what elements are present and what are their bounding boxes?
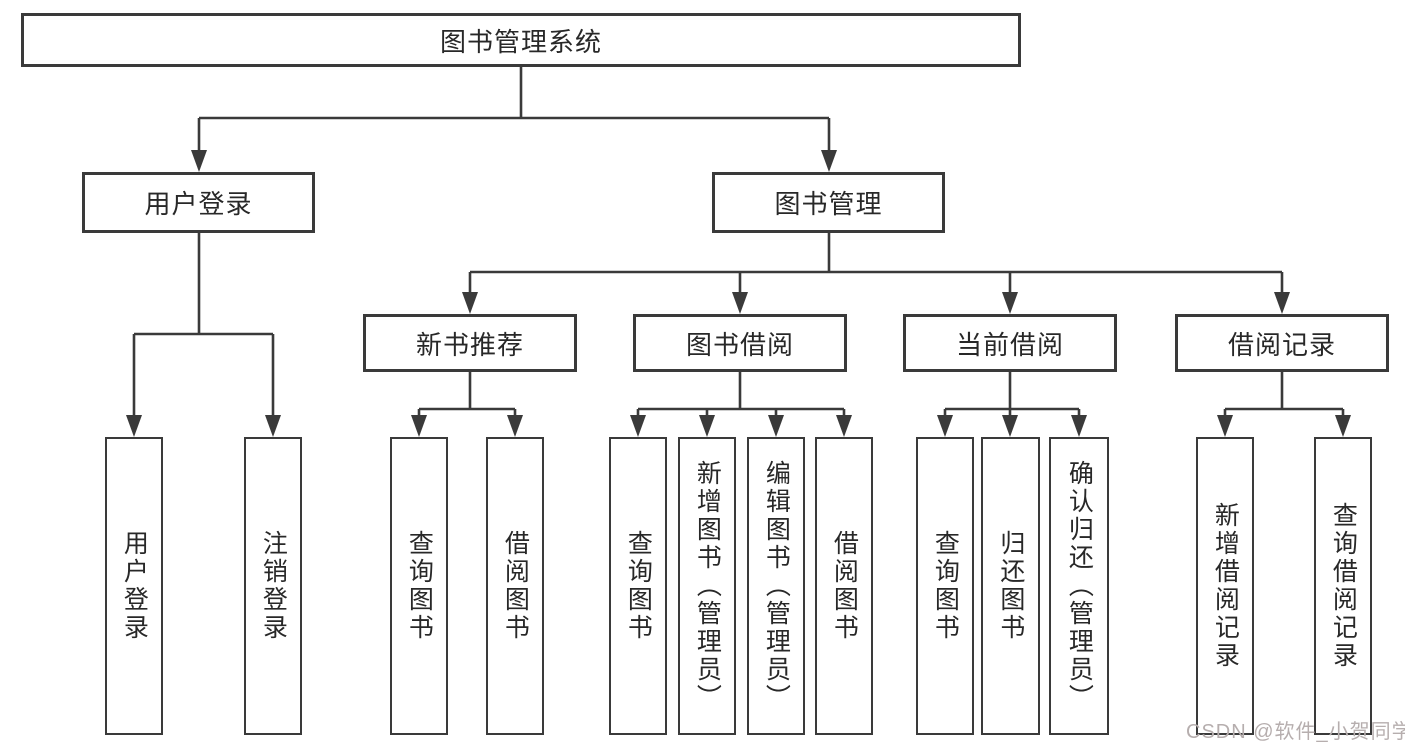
connector-new-book-children: [411, 372, 523, 437]
leaf-borrow-books-recommend: 借阅图书: [486, 437, 544, 735]
arrowhead-icon: [836, 415, 852, 437]
node-root: 图书管理系统: [21, 13, 1021, 67]
connector-line: [417, 372, 517, 425]
node-current-borrowing: 当前借阅: [903, 314, 1117, 372]
leaf-logout: 注销登录: [244, 437, 302, 735]
leaf-borrow-books: 借阅图书: [815, 437, 873, 735]
leaf-query-books-borrow: 查询图书: [609, 437, 667, 735]
connector-line: [468, 233, 1284, 302]
leaf-add-borrow-record: 新增借阅记录: [1196, 437, 1254, 735]
arrowhead-icon: [411, 415, 427, 437]
arrowhead-icon: [1002, 415, 1018, 437]
connector-book-management-children: [462, 233, 1290, 314]
arrowhead-icon: [191, 150, 207, 172]
leaf-query-borrow-record: 查询借阅记录: [1314, 437, 1372, 735]
connector-user-login-children: [126, 233, 281, 437]
leaf-edit-book-admin: 编辑图书（管理员）: [747, 437, 805, 735]
arrowhead-icon: [1217, 415, 1233, 437]
arrowhead-icon: [1274, 292, 1290, 314]
node-borrowing-records: 借阅记录: [1175, 314, 1389, 372]
leaf-user-login: 用户登录: [105, 437, 163, 735]
leaf-query-books-current: 查询图书: [916, 437, 974, 735]
arrowhead-icon: [768, 415, 784, 437]
arrowhead-icon: [821, 150, 837, 172]
arrowhead-icon: [507, 415, 523, 437]
arrowhead-icon: [630, 415, 646, 437]
connector-line: [636, 372, 846, 425]
connector-line: [943, 372, 1081, 425]
connector-book-borrow-children: [630, 372, 852, 437]
connector-line: [132, 233, 275, 425]
leaf-query-books-recommend: 查询图书: [390, 437, 448, 735]
arrowhead-icon: [699, 415, 715, 437]
connector-line: [197, 67, 831, 160]
arrowhead-icon: [126, 415, 142, 437]
arrowhead-icon: [937, 415, 953, 437]
leaf-confirm-return-admin: 确认归还（管理员）: [1049, 437, 1109, 735]
arrowhead-icon: [732, 292, 748, 314]
leaf-add-book-admin: 新增图书（管理员）: [678, 437, 736, 735]
connector-borrow-records-children: [1217, 372, 1351, 437]
connector-current-borrow-children: [937, 372, 1087, 437]
arrowhead-icon: [1002, 292, 1018, 314]
arrowhead-icon: [462, 292, 478, 314]
node-book-borrowing: 图书借阅: [633, 314, 847, 372]
node-user-login: 用户登录: [82, 172, 315, 233]
node-book-management: 图书管理: [712, 172, 945, 233]
connector-root-to-level2: [191, 67, 837, 172]
watermark: CSDN @软件_小贺同学: [1186, 721, 1405, 743]
arrowhead-icon: [265, 415, 281, 437]
node-new-book-recommendation: 新书推荐: [363, 314, 577, 372]
arrowhead-icon: [1071, 415, 1087, 437]
arrowhead-icon: [1335, 415, 1351, 437]
leaf-return-books: 归还图书: [981, 437, 1040, 735]
connector-line: [1223, 372, 1345, 425]
